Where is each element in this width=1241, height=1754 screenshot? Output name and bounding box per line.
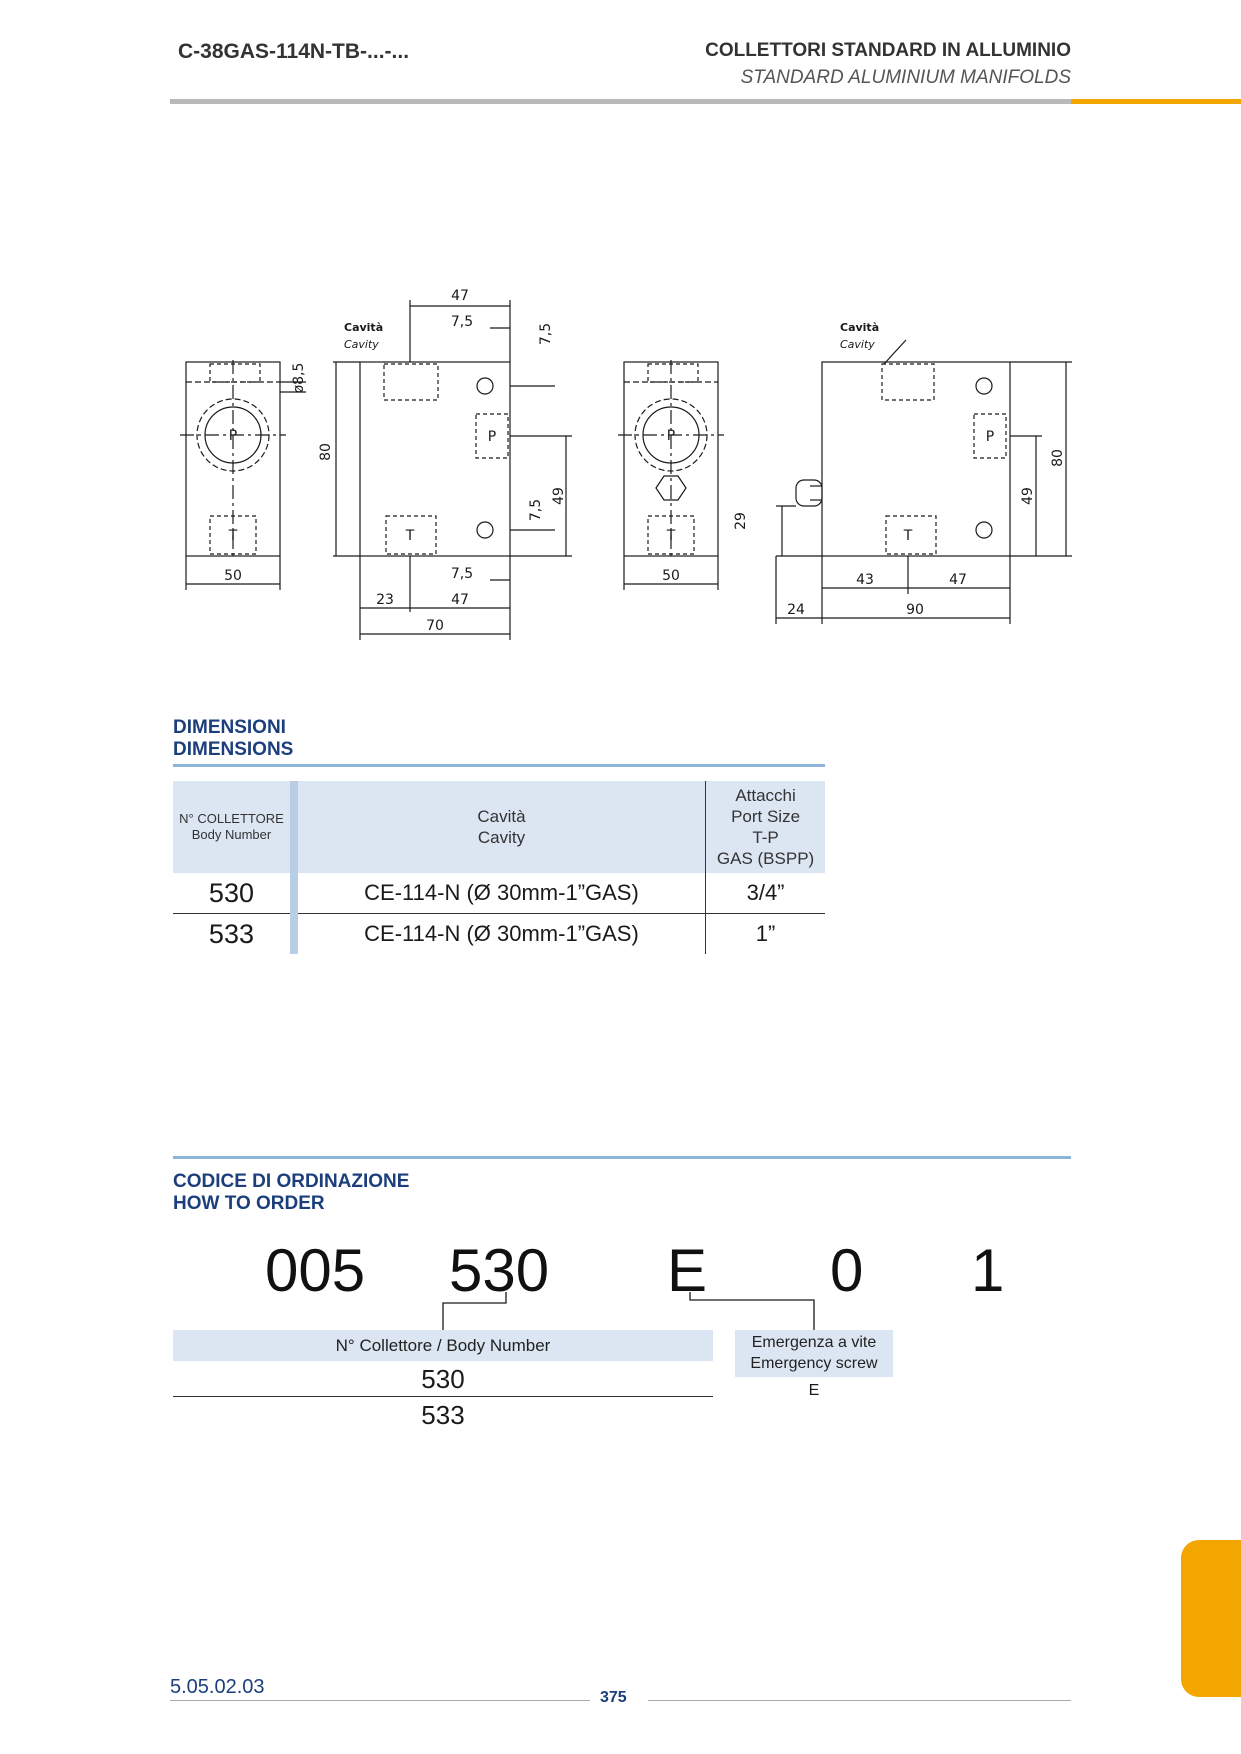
cavity-label-en: Cavity [840, 338, 875, 351]
dimension-label: 7,5 [451, 566, 473, 582]
dimension-label: 47 [451, 288, 469, 304]
body-number-cell: 530 [173, 873, 290, 914]
header-rule [170, 99, 1071, 104]
header-port-size: Attacchi Port Size T-P GAS (BSPP) [705, 781, 825, 873]
header-label: Port Size [731, 807, 801, 826]
dimension-label: 80 [1050, 449, 1066, 467]
section-rule [173, 1156, 1071, 1159]
emergency-screw-option: E [808, 1382, 820, 1399]
section-tab [1181, 1540, 1241, 1697]
cavity-cell: CE-114-N (Ø 30mm-1”GAS) [364, 921, 639, 946]
port-t-label: T [405, 528, 415, 544]
header-body-number: N° COLLETTORE Body Number [173, 781, 290, 873]
column-separator [289, 781, 298, 873]
dimensions-title: DIMENSIONI DIMENSIONS [173, 717, 293, 761]
dimension-label: 50 [224, 568, 242, 584]
cavity-cell: CE-114-N (Ø 30mm-1”GAS) [297, 873, 706, 914]
order-code-body: 530 [449, 1237, 550, 1304]
body-number-cell: 533 [208, 918, 254, 949]
port-t-label: T [228, 528, 238, 544]
dimension-label: 49 [1020, 487, 1036, 505]
port-t-label: T [666, 528, 676, 544]
dimension-label: 47 [451, 592, 469, 608]
table-row: 533 CE-114-N (Ø 30mm-1”GAS) 1” [173, 913, 825, 954]
table-row: 530 CE-114-N (Ø 30mm-1”GAS) 3/4” [173, 873, 825, 914]
header-label: Cavità [477, 807, 526, 826]
footer-rule [648, 1700, 1071, 1701]
body-number-option: 533 [421, 1400, 465, 1430]
page-number: 375 [600, 1689, 627, 1706]
port-p-label: P [488, 429, 496, 445]
header-accent-rule [1071, 99, 1241, 104]
dimension-label: 7,5 [528, 499, 544, 521]
order-code-emergency: E [667, 1237, 708, 1304]
page-title-it: COLLETTORI STANDARD IN ALLUMINIO [705, 40, 1071, 61]
order-code-option: 0 [830, 1237, 864, 1304]
dimensions-table: N° COLLETTORE Body Number Cavità Cavity … [173, 781, 825, 954]
dimension-label: 24 [787, 602, 805, 618]
port-size-cell: 1” [705, 913, 825, 954]
dimension-label: 23 [376, 592, 394, 608]
ordering-title-it: CODICE DI ORDINAZIONE [173, 1171, 410, 1192]
page-title-en: STANDARD ALUMINIUM MANIFOLDS [740, 67, 1071, 88]
dimension-label: 49 [551, 487, 567, 505]
dimension-label: 50 [662, 568, 680, 584]
technical-drawing: P T P T P T P T Cavità Cavity Cavità Cav… [180, 288, 1072, 640]
product-code: C-38GAS-114N-TB-...-... [178, 40, 410, 63]
dimension-label: 70 [426, 618, 444, 634]
body-number-header: N° Collettore / Body Number [173, 1330, 713, 1361]
header-label: T-P [752, 828, 779, 847]
catalog-reference: 5.05.02.03 [170, 1676, 265, 1698]
dimensions-title-en: DIMENSIONS [173, 739, 294, 760]
footer-rule [170, 1700, 590, 1701]
port-p-label: P [986, 429, 994, 445]
header-label: Cavity [477, 828, 526, 847]
dimensions-title-it: DIMENSIONI [173, 717, 286, 738]
order-code-suffix: 1 [971, 1237, 1005, 1304]
dimension-label: 90 [906, 602, 924, 618]
ordering-title: CODICE DI ORDINAZIONE HOW TO ORDER [173, 1171, 409, 1215]
emergency-label-en: Emergency screw [750, 1355, 878, 1372]
column-separator [289, 913, 298, 954]
header-label: Body Number [191, 827, 272, 842]
port-t-label: T [903, 528, 913, 544]
header-label: N° COLLETTORE [179, 811, 284, 826]
dimension-label: 7,5 [451, 314, 473, 330]
column-separator [289, 873, 298, 914]
ordering-title-en: HOW TO ORDER [173, 1193, 325, 1214]
port-size-cell: 3/4” [705, 873, 825, 914]
table-header-row: N° COLLETTORE Body Number Cavità Cavity … [173, 781, 825, 873]
cavity-label-en: Cavity [344, 338, 379, 351]
body-number-option: 530 [173, 1362, 713, 1397]
port-p-label: P [667, 428, 675, 444]
cavity-label-it: Cavità [840, 321, 879, 334]
dimension-label: 47 [949, 572, 967, 588]
header-label: Attacchi [735, 786, 796, 805]
order-code-prefix: 005 [265, 1237, 366, 1304]
port-p-label: P [229, 428, 237, 444]
cavity-label-it: Cavità [344, 321, 383, 334]
header-cavity: Cavità Cavity [297, 781, 706, 873]
dimension-label: 7,5 [538, 323, 554, 345]
dimension-label: 43 [856, 572, 874, 588]
dimension-label: 80 [318, 443, 334, 461]
header-label: GAS (BSPP) [716, 849, 815, 868]
dimension-label: ø8,5 [291, 363, 307, 394]
emergency-label-it: Emergenza a vite [751, 1334, 877, 1351]
dimension-label: 29 [733, 512, 749, 530]
emergency-screw-header: Emergenza a vite Emergency screw [735, 1330, 893, 1377]
section-rule [173, 764, 825, 767]
